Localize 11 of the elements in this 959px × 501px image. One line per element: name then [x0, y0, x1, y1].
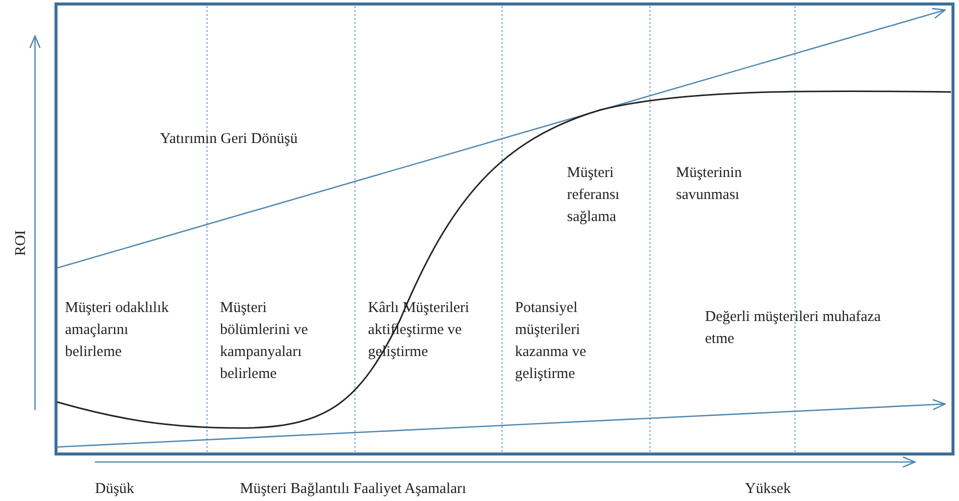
stage-label: Değerli müşterileri muhafaza etme [705, 308, 882, 349]
stage-label: Potansiyel müşterileri kazanma ve geliştirme [515, 299, 588, 384]
caption-text: Yatırımın Geri Dönüşü [160, 130, 298, 149]
axis-label: ROI [12, 230, 30, 256]
stage-label: Müşterinin savunması [676, 164, 743, 205]
stage-label: Müşteri odaklılık amaçlarını belirleme [65, 299, 170, 362]
axis-label: Müşteri Bağlantılı Faaliyet Aşamaları [240, 480, 466, 499]
stage-label: Müşteri referansı sağlama [567, 164, 620, 227]
axis-label: Yüksek [745, 480, 791, 499]
axis-label: Düşük [95, 480, 134, 499]
stage-label: Müşteri bölümlerini ve kampanyaları belirleme [220, 299, 309, 384]
